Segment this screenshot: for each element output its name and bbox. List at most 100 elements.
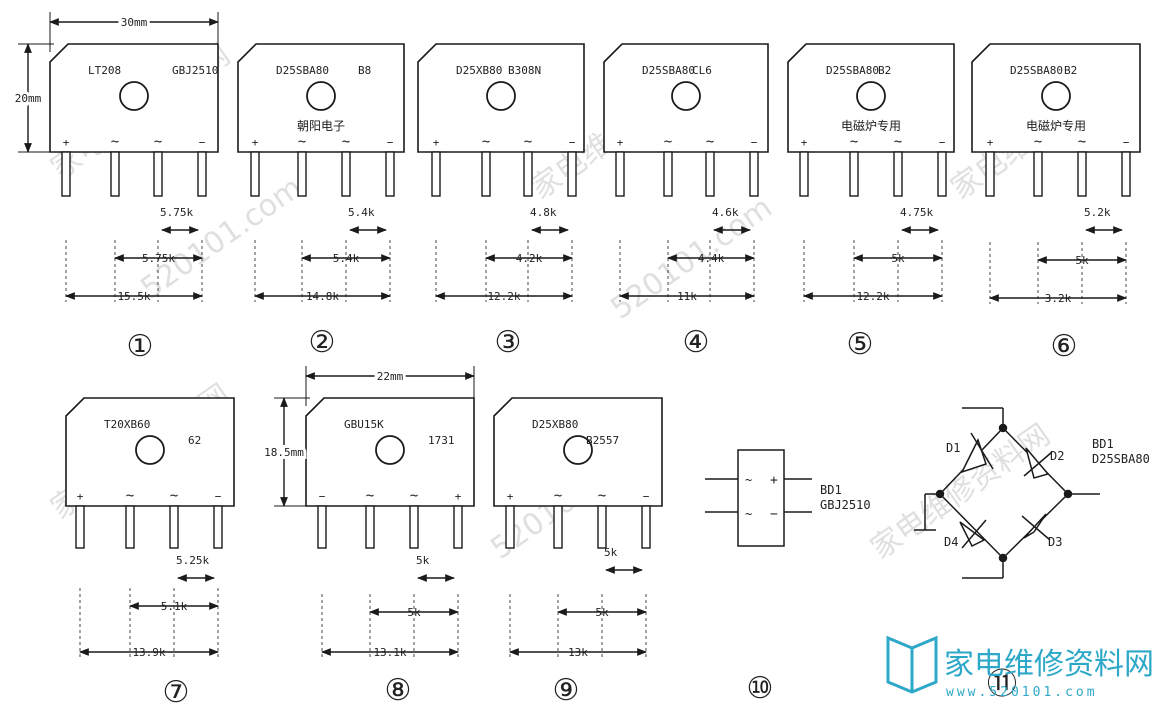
pin-polarity-label: − (199, 136, 206, 149)
pin-lead (799, 151, 809, 197)
model-label: D25SBA80 (1010, 64, 1063, 77)
model-label: D25SBA80 (826, 64, 879, 77)
mid-dimension-label: 5k (595, 606, 609, 619)
diode-label: D3 (1048, 535, 1062, 549)
pin-lead (431, 151, 441, 197)
width-dimension-label: 22mm (377, 370, 404, 383)
junction-dot (1063, 489, 1073, 499)
pitch-dimension-label: 5.4k (348, 206, 375, 219)
mid-dimension-label: 5.1k (161, 600, 188, 613)
pin-lead (985, 151, 995, 197)
diode-icon (1023, 451, 1053, 477)
total-dimension-label: 13.9k (132, 646, 165, 659)
symbol-10-label2: GBJ2510 (820, 498, 871, 512)
pin-polarity-label: − (569, 136, 576, 149)
total-dimension-label: 12.2k (856, 290, 889, 303)
pin-polarity-label: ~ (894, 134, 902, 150)
diode-icon (959, 521, 986, 548)
total-dimension-label: 14.8k (306, 290, 339, 303)
pin-polarity-label: ~ (126, 488, 134, 504)
mounting-hole-icon (1041, 81, 1071, 111)
pin-lead (893, 151, 903, 197)
package-body (787, 43, 955, 153)
pitch-dimension-label: 4.6k (712, 206, 739, 219)
symbol-11-label1: BD1 (1092, 437, 1114, 451)
package-body (49, 43, 219, 153)
figure-number: ⑤ (847, 327, 874, 362)
junction-dot (998, 423, 1008, 433)
pin-lead (75, 505, 85, 549)
pin-lead (523, 151, 533, 197)
mounting-hole-icon (563, 435, 593, 465)
model-secondary-label: B2 (1064, 64, 1077, 77)
model-secondary-label: B308N (508, 64, 541, 77)
pin-polarity-label: + (77, 490, 84, 503)
model-secondary-label: B2 (878, 64, 891, 77)
total-dimension-label: 13k (568, 646, 588, 659)
pin-polarity-label: ~ (170, 488, 178, 504)
pin-polarity-label: + (987, 136, 994, 149)
figure-number: ④ (683, 325, 710, 360)
pin-lead (365, 505, 375, 549)
model-secondary-label: B2557 (586, 434, 619, 447)
pin-polarity-label: − (1123, 136, 1130, 149)
package-body (305, 397, 475, 507)
pin-lead (250, 151, 260, 197)
pin-lead (705, 151, 715, 197)
diode-label: D2 (1050, 449, 1064, 463)
pitch-dimension-label: 5.25k (176, 554, 209, 567)
pin-lead (615, 151, 625, 197)
package-body (493, 397, 663, 507)
pin-lead (213, 505, 223, 549)
pin-lead (1121, 151, 1131, 197)
total-dimension-label: 15.5k (117, 290, 150, 303)
pin-lead (567, 151, 577, 197)
pin-polarity-label: − (387, 136, 394, 149)
pin-lead (553, 505, 563, 549)
mid-dimension-label: 5.75k (142, 252, 175, 265)
package-body (65, 397, 235, 507)
diode-label: D1 (946, 441, 960, 455)
pin-polarity-label: ~ (342, 134, 350, 150)
mounting-hole-icon (135, 435, 165, 465)
package-body (237, 43, 405, 153)
mid-dimension-label: 5k (891, 252, 905, 265)
pin-lead (317, 505, 327, 549)
mid-dimension-label: 5.4k (333, 252, 360, 265)
figure-number-11: ⑪ (987, 667, 1017, 702)
note-label: 电磁炉专用 (841, 118, 901, 133)
total-dimension-label: 11k (677, 290, 697, 303)
pin-polarity-label: − (643, 490, 650, 503)
figure-number: ① (127, 329, 154, 364)
mid-dimension-label: 4.2k (516, 252, 543, 265)
pin-lead (61, 151, 71, 197)
pin-polarity-label: ~ (664, 134, 672, 150)
symbol-10-plus: + (770, 473, 778, 488)
pin-polarity-label: ~ (366, 488, 374, 504)
figure-number: ⑦ (163, 675, 190, 710)
pin-polarity-label: ~ (554, 488, 562, 504)
pin-polarity-label: ~ (598, 488, 606, 504)
symbol-10-minus: − (770, 507, 778, 522)
pin-polarity-label: ~ (706, 134, 714, 150)
model-label: T20XB60 (104, 418, 150, 431)
diode-icon (970, 432, 994, 470)
symbol-11-label2: D25SBA80 (1092, 452, 1150, 466)
pitch-dimension-label: 4.8k (530, 206, 557, 219)
pin-polarity-label: ~ (154, 134, 162, 150)
mounting-hole-icon (856, 81, 886, 111)
pin-polarity-label: − (751, 136, 758, 149)
symbol-11 (914, 407, 1100, 579)
model-label: D25XB80 (532, 418, 578, 431)
mounting-hole-icon (486, 81, 516, 111)
diode-icon (1023, 513, 1047, 539)
mid-dimension-label: 5k (1075, 254, 1089, 267)
pin-polarity-label: − (215, 490, 222, 503)
